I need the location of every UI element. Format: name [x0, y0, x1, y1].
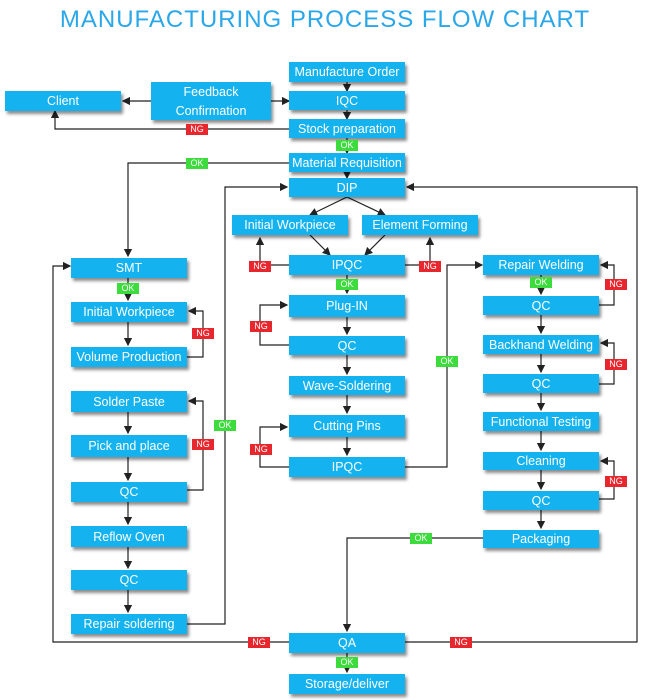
ok-tag-ipqc: OK	[336, 279, 358, 290]
ng-tag-qa-right: NG	[450, 637, 472, 648]
ng-tag-repair-welding: NG	[605, 279, 627, 290]
dip-box: DIP	[289, 178, 405, 197]
packaging-box: Packaging	[483, 530, 599, 548]
pick-and-place-box: Pick and place	[71, 435, 187, 457]
qa-box: QA	[289, 633, 405, 653]
element-forming-box: Element Forming	[362, 215, 478, 235]
qc-smt-box-2: QC	[71, 570, 187, 590]
initial-workpiece-dip-box: Initial Workpiece	[232, 215, 348, 235]
ok-tag-repair-welding: OK	[530, 277, 552, 288]
feedback-box: Feedback	[151, 82, 271, 101]
reflow-oven-box: Reflow Oven	[71, 526, 187, 547]
confirmation-box: Confirmation	[151, 101, 271, 120]
ok-tag-smt: OK	[117, 283, 139, 294]
ng-tag-cutting-pins: NG	[250, 444, 272, 455]
qc-right-box-2: QC	[483, 374, 599, 393]
smt-box: SMT	[71, 258, 187, 278]
qc-right-box-1: QC	[483, 296, 599, 315]
ng-tag-backhand-welding: NG	[605, 359, 627, 370]
repair-welding-box: Repair Welding	[483, 255, 599, 275]
ng-tag-ipqc-left: NG	[249, 261, 271, 272]
ok-tag-requisition: OK	[186, 158, 208, 169]
backhand-welding-box: Backhand Welding	[483, 335, 599, 354]
manufacture-order-box: Manufacture Order	[289, 62, 405, 82]
ng-tag-plug-in: NG	[250, 321, 272, 332]
volume-production-box: Volume Production	[71, 347, 187, 367]
ok-tag-packaging: OK	[410, 533, 432, 544]
cleaning-box: Cleaning	[483, 452, 599, 470]
plug-in-box: Plug-IN	[289, 295, 405, 317]
functional-testing-box: Functional Testing	[483, 412, 599, 431]
ipqc-box-2: IPQC	[289, 457, 405, 477]
chart-title: MANUFACTURING PROCESS FLOW CHART	[59, 6, 591, 33]
ng-tag-ipqc-right: NG	[419, 261, 441, 272]
wave-soldering-box: Wave-Soldering	[289, 376, 405, 395]
material-requisition-box: Material Requisition	[289, 153, 405, 172]
stock-preparation-box: Stock preparation	[289, 119, 405, 138]
iqc-box: IQC	[289, 91, 405, 110]
client-box: Client	[5, 91, 121, 111]
ok-tag-stock: OK	[336, 140, 358, 151]
ng-tag-stock: NG	[186, 124, 208, 135]
ng-tag-qa-left: NG	[248, 637, 270, 648]
ok-tag-qa: OK	[336, 657, 358, 668]
cutting-pins-box: Cutting Pins	[289, 415, 405, 437]
storage-deliver-box: Storage/deliver	[289, 674, 405, 694]
qc-right-box-3: QC	[483, 491, 599, 510]
ng-tag-initial-workpiece: NG	[192, 328, 214, 339]
ok-tag-ipqc-2: OK	[436, 356, 458, 367]
solder-paste-box: Solder Paste	[71, 391, 187, 412]
initial-workpiece-smt-box: Initial Workpiece	[71, 302, 187, 322]
repair-soldering-box: Repair soldering	[71, 614, 187, 634]
qc-smt-box-1: QC	[71, 482, 187, 502]
ipqc-box-1: IPQC	[289, 255, 405, 275]
ok-tag-repair-soldering: OK	[214, 420, 236, 431]
qc-plug-box: QC	[289, 336, 405, 355]
ng-tag-solder-paste: NG	[192, 439, 214, 450]
ng-tag-cleaning: NG	[605, 476, 627, 487]
